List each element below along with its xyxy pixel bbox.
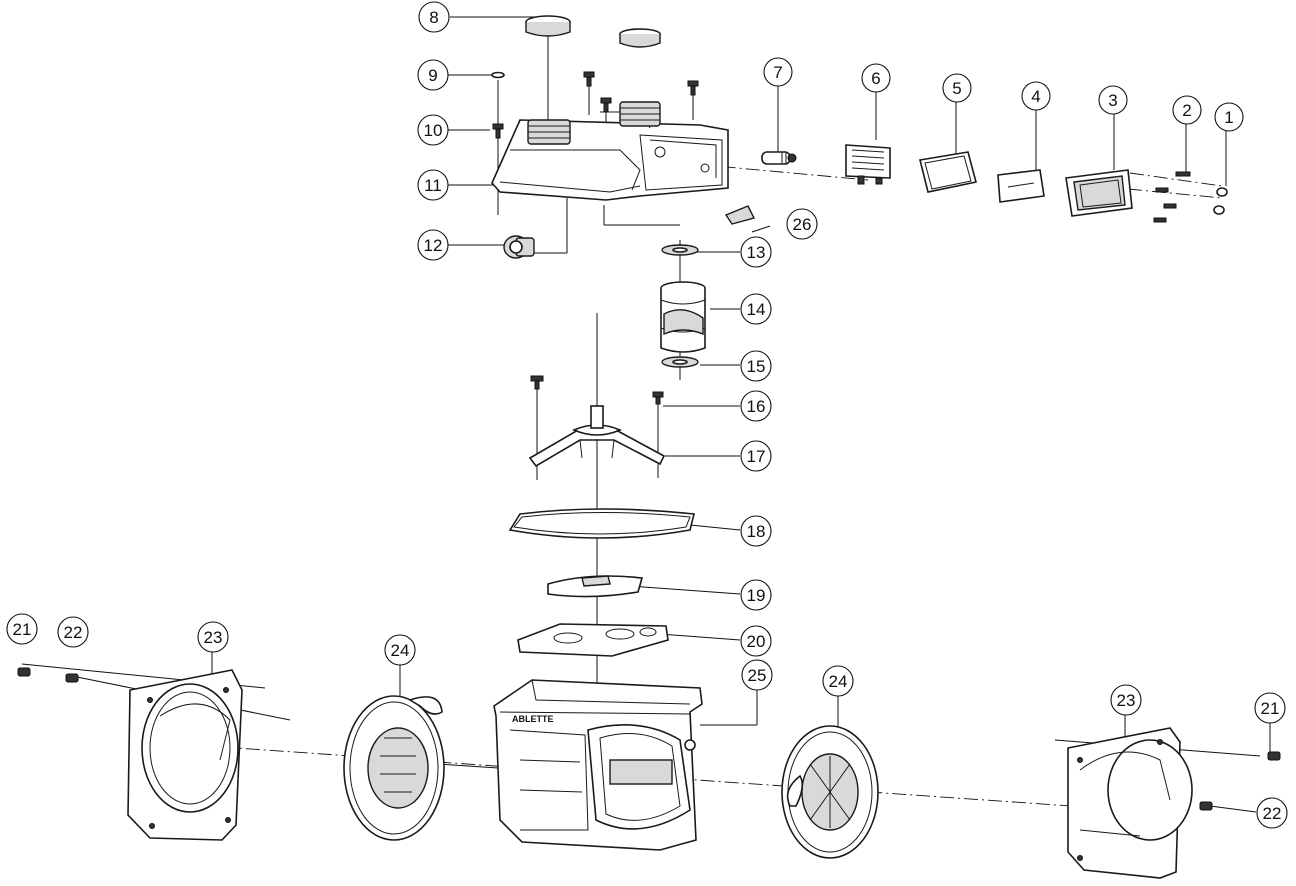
- callout-2: 2: [1172, 95, 1202, 125]
- svg-text:21: 21: [13, 620, 32, 639]
- svg-text:17: 17: [747, 447, 766, 466]
- callout-19: 19: [740, 579, 772, 611]
- impeller-19: [547, 575, 644, 598]
- motor-bracket-17: [528, 405, 666, 468]
- svg-text:21: 21: [1261, 699, 1280, 718]
- svg-text:10: 10: [424, 121, 443, 140]
- svg-text:8: 8: [429, 8, 438, 27]
- callout-15: 15: [740, 350, 772, 382]
- callout-5: 5: [942, 73, 972, 103]
- callout-14: 14: [740, 293, 772, 325]
- callout-24-right: 24: [822, 665, 854, 697]
- screws-16: [530, 375, 664, 405]
- svg-text:22: 22: [1263, 804, 1282, 823]
- svg-text:7: 7: [773, 63, 782, 82]
- cover-screws: [1153, 171, 1228, 223]
- body-marking: ABLETTE: [512, 714, 554, 724]
- svg-text:3: 3: [1108, 91, 1117, 110]
- diaphragm-left: [343, 695, 445, 841]
- callout-23-right: 23: [1110, 684, 1142, 716]
- svg-text:13: 13: [747, 243, 766, 262]
- svg-text:9: 9: [428, 66, 437, 85]
- callout-12: 12: [417, 229, 449, 261]
- callout-6: 6: [861, 63, 891, 93]
- screws-right: [1199, 751, 1281, 811]
- terminal-cover: [1065, 169, 1133, 217]
- svg-text:25: 25: [748, 666, 767, 685]
- svg-text:16: 16: [747, 397, 766, 416]
- circuit-module: [845, 144, 891, 185]
- threaded-cap-left: [525, 15, 571, 145]
- svg-text:22: 22: [64, 623, 83, 642]
- callout-10: 10: [417, 114, 449, 146]
- callout-9: 9: [417, 59, 449, 91]
- callout-13: 13: [740, 236, 772, 268]
- clip: [724, 205, 756, 225]
- svg-text:24: 24: [829, 672, 848, 691]
- svg-text:19: 19: [747, 586, 766, 605]
- callout-25: 25: [741, 659, 773, 691]
- svg-text:15: 15: [747, 357, 766, 376]
- svg-text:23: 23: [1117, 691, 1136, 710]
- callout-20: 20: [740, 625, 772, 657]
- gasket-frame: [919, 151, 977, 193]
- svg-text:20: 20: [747, 632, 766, 651]
- end-cover-right: [1067, 727, 1193, 879]
- valve-body: ABLETTE: [493, 679, 703, 851]
- callout-17: 17: [740, 440, 772, 472]
- plate-20: [517, 623, 669, 657]
- label-plate: [997, 169, 1045, 203]
- svg-text:5: 5: [952, 79, 961, 98]
- diaphragm-right: [781, 725, 879, 859]
- callout-26: 26: [786, 208, 818, 240]
- svg-text:2: 2: [1182, 101, 1191, 120]
- seal-ring-18: [508, 508, 695, 539]
- svg-text:24: 24: [391, 641, 410, 660]
- callout-21-right: 21: [1254, 692, 1286, 724]
- svg-text:4: 4: [1031, 87, 1040, 106]
- top-screws: [491, 71, 699, 139]
- sleeve-14: [660, 281, 706, 353]
- callout-4: 4: [1021, 81, 1051, 111]
- threaded-cap-right: [619, 28, 661, 127]
- callout-16: 16: [740, 390, 772, 422]
- sensor-cylinder: [761, 151, 797, 165]
- callout-24-left: 24: [384, 634, 416, 666]
- callout-1: 1: [1214, 102, 1244, 132]
- svg-text:26: 26: [793, 215, 812, 234]
- callout-8: 8: [418, 1, 450, 33]
- svg-text:18: 18: [747, 522, 766, 541]
- svg-text:1: 1: [1224, 108, 1233, 127]
- svg-text:14: 14: [747, 300, 766, 319]
- callout-18: 18: [740, 515, 772, 547]
- washer-15: [661, 356, 699, 368]
- callout-22-right: 22: [1256, 797, 1288, 829]
- svg-text:11: 11: [424, 176, 442, 195]
- callout-23-left: 23: [197, 621, 229, 653]
- callout-7: 7: [763, 57, 793, 87]
- callout-21-left: 21: [6, 613, 38, 645]
- callout-11: 11: [417, 169, 449, 201]
- svg-text:12: 12: [424, 236, 443, 255]
- screws-left: [17, 667, 79, 683]
- callout-22-left: 22: [57, 616, 89, 648]
- end-cover-left: [127, 669, 243, 841]
- cable-gland: [503, 235, 535, 259]
- svg-text:6: 6: [871, 69, 880, 88]
- washer-13: [661, 244, 699, 256]
- svg-text:23: 23: [204, 628, 223, 647]
- callout-3: 3: [1098, 85, 1128, 115]
